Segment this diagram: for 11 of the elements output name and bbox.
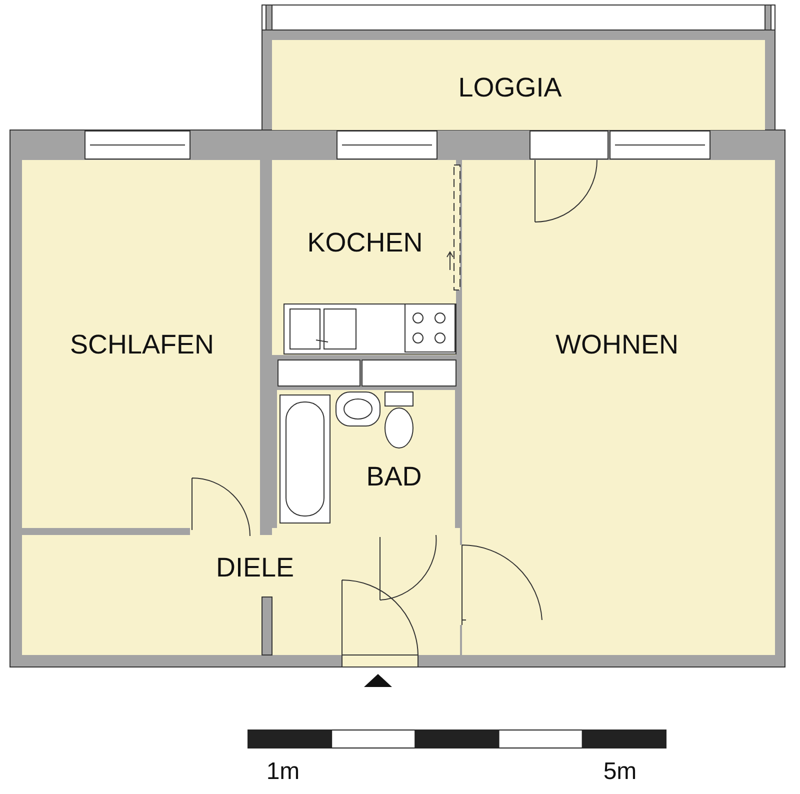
room-area	[22, 160, 260, 528]
room-area	[272, 40, 765, 130]
room-name: WOHNEN	[556, 330, 678, 360]
room-name: SCHLAFEN	[70, 330, 214, 360]
scale-label: 5m	[603, 758, 637, 786]
room-name: DIELE	[216, 552, 294, 584]
room-name: KOCHEN	[307, 228, 423, 258]
scale-label: 1m	[266, 758, 300, 786]
room-name: BAD	[366, 462, 422, 492]
room-name: LOGGIA	[458, 72, 562, 104]
room-area	[462, 160, 775, 655]
